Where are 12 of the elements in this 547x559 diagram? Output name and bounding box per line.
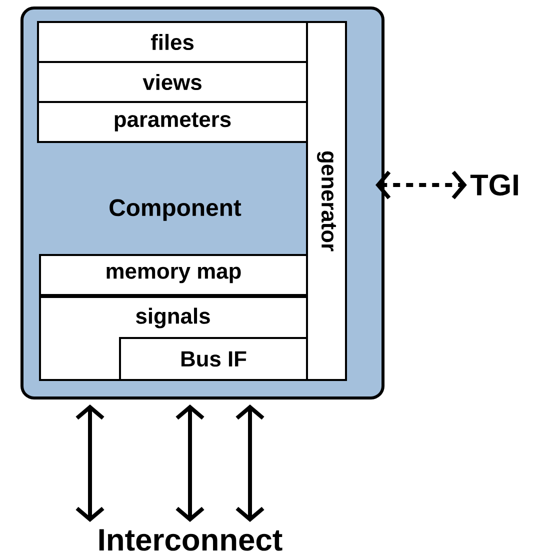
section-box: Bus IF: [119, 337, 308, 381]
generator-box: generator: [306, 21, 347, 381]
section-box: files: [37, 21, 308, 63]
label-text: Interconnect: [99, 529, 282, 551]
section-box: memory map: [39, 254, 308, 296]
section-box: parameters: [37, 101, 308, 143]
arrow: [376, 170, 467, 200]
arrow: [236, 404, 264, 522]
arrow: [176, 404, 204, 522]
section-box: views: [37, 61, 308, 103]
arrow: [76, 404, 104, 522]
label-text: TGI: [470, 174, 518, 196]
